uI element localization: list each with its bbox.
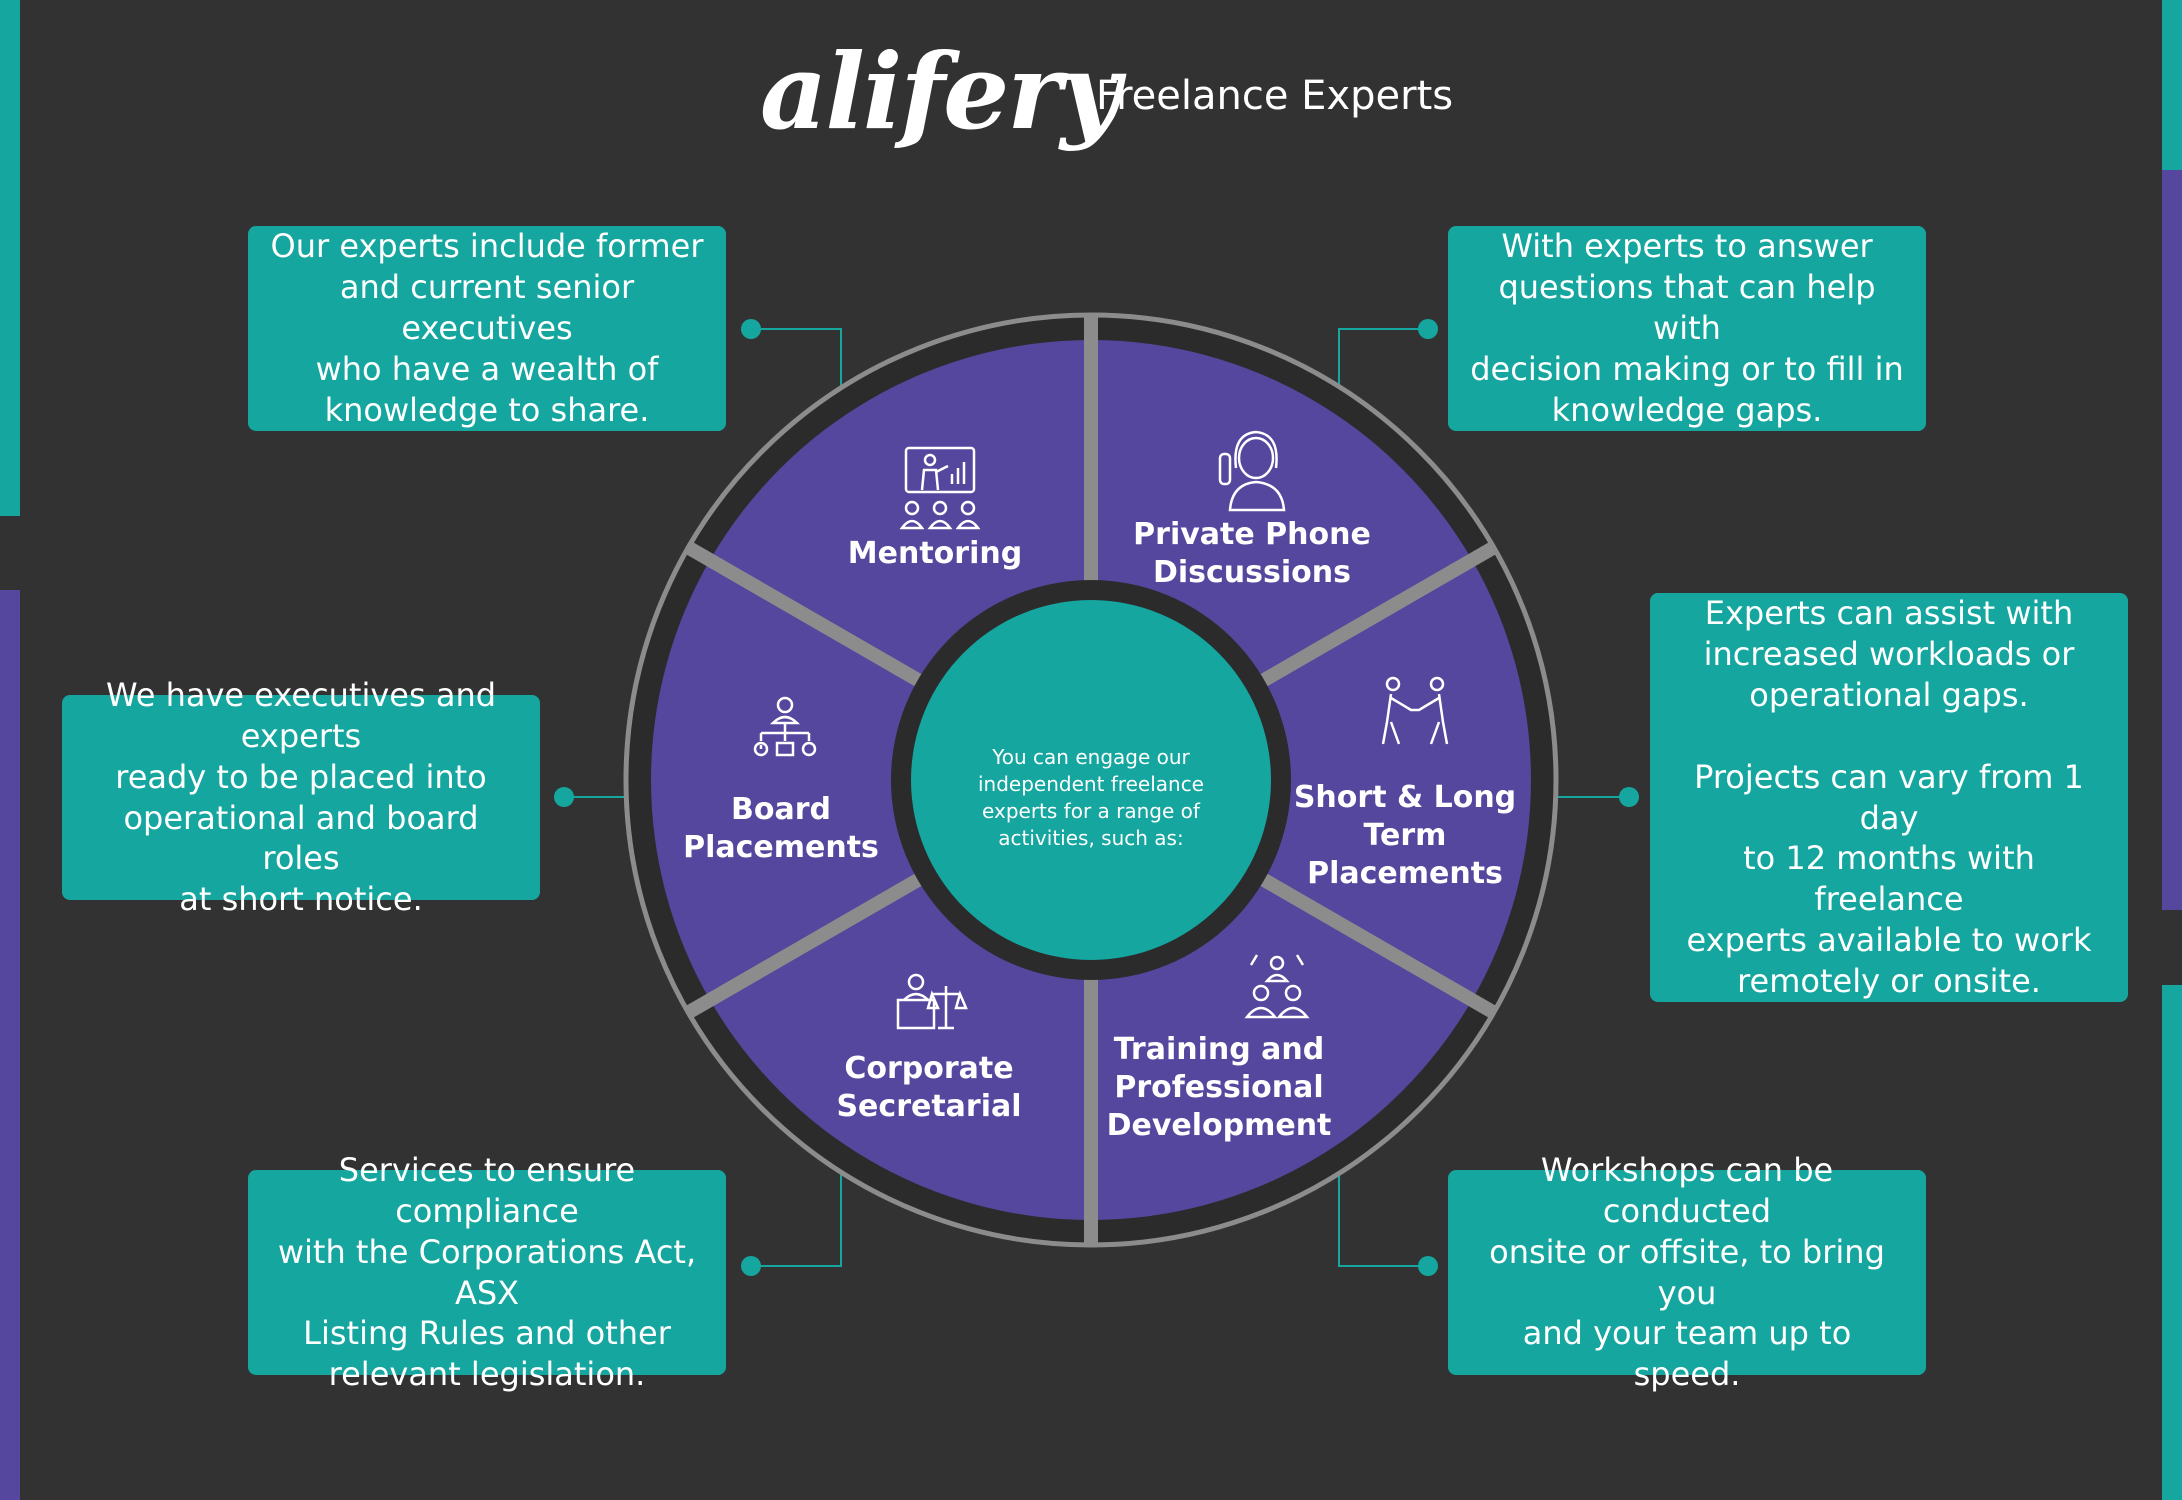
alifery-logo: alifery: [760, 30, 1121, 153]
divider-5: [684, 868, 930, 1019]
connector-lines: [554, 319, 1639, 1276]
segment-dividers: [684, 315, 1498, 1245]
connector-mentoring-dot: [741, 319, 761, 339]
right-teal-edge-bar: [2162, 0, 2182, 170]
placements-description-box: Experts can assist with increased worklo…: [1650, 593, 2128, 1002]
phone-discussions-description-box: With experts to answer questions that ca…: [1448, 226, 1926, 431]
board-placements-description-box: We have executives and experts ready to …: [62, 676, 540, 918]
group-training-icon: [1244, 954, 1310, 1019]
connector-secretarial: [751, 1163, 842, 1267]
connector-training-dot: [1418, 1256, 1438, 1276]
right-purple-edge-bar: [2162, 170, 2182, 910]
center-circle: [911, 600, 1271, 960]
org-chart-icon: [753, 696, 817, 757]
person-phone-icon: [1218, 430, 1286, 512]
connector-secretarial-dot: [741, 1256, 761, 1276]
divider-2: [1252, 541, 1498, 692]
segment-board: [651, 560, 1091, 1000]
divider-0: [684, 541, 930, 692]
page-subtitle: Freelance Experts: [1096, 73, 1454, 119]
left-teal-edge-bar: [0, 0, 20, 516]
segment-label-mentoring: Mentoring: [848, 536, 1022, 571]
mentoring-description-box: Our experts include former and current s…: [248, 226, 726, 431]
segment-placements: [1091, 560, 1531, 1000]
training-description-box: Workshops can be conducted onsite or off…: [1448, 1151, 1926, 1393]
corporate-secretarial-description-box: Services to ensure compliance with the C…: [248, 1151, 726, 1393]
connector-board-dot: [554, 787, 574, 807]
desk-scales-icon: [896, 973, 968, 1030]
connector-training: [1338, 1163, 1428, 1267]
divider-3: [1252, 868, 1498, 1019]
connector-placements-dot: [1619, 787, 1639, 807]
handshake-icon: [1381, 676, 1449, 745]
right-teal-edge-bar-bottom: [2162, 985, 2182, 1500]
connector-phone-dot: [1418, 319, 1438, 339]
segment-icons: [753, 430, 1449, 1030]
left-purple-edge-bar: [0, 590, 20, 1500]
presentation-audience-icon: [899, 446, 981, 530]
